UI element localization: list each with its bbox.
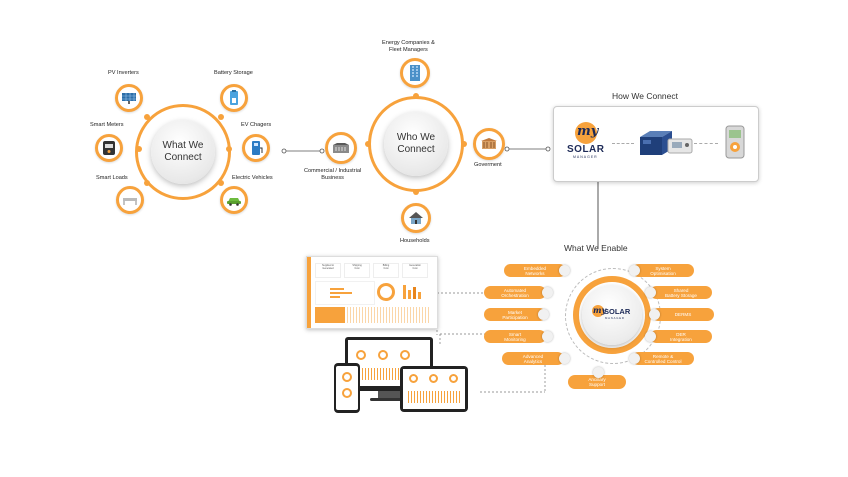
how-we-connect-title: How We Connect bbox=[612, 91, 678, 101]
enable-left-pill-3: Smart Monitoring bbox=[484, 330, 546, 343]
battery-storage-node bbox=[220, 84, 248, 112]
enable-center-circle bbox=[582, 285, 642, 345]
enable-bottom-pill: Ancillary Support bbox=[568, 375, 626, 389]
logo-manager-text: MANAGER bbox=[573, 155, 598, 159]
pv-inverters-label: PV Inverters bbox=[108, 70, 139, 76]
office-building-icon bbox=[410, 65, 420, 81]
enable-logo-manager: MANAGER bbox=[605, 316, 625, 320]
smart-meters-node bbox=[95, 134, 123, 162]
electric-vehicles-label: Electric Vehicles bbox=[232, 175, 273, 181]
meter-icon bbox=[103, 141, 115, 155]
who-we-connect-label: Who We Connect bbox=[396, 131, 436, 156]
what-we-enable-title: What We Enable bbox=[564, 243, 628, 253]
government-building-icon bbox=[481, 138, 497, 149]
enable-right-pill-1: Shared Battery Storage bbox=[650, 286, 712, 299]
solar-panel-icon bbox=[122, 93, 136, 104]
enable-left-pill-1: Automated Orchestration bbox=[484, 286, 546, 299]
electric-vehicles-node bbox=[220, 186, 248, 214]
phone-device bbox=[334, 363, 360, 413]
households-node bbox=[401, 203, 431, 233]
what-we-connect-center: What We Connect bbox=[151, 120, 215, 184]
mysolar-logo: my SOLAR MANAGER bbox=[565, 122, 609, 162]
meter-device-icon bbox=[723, 125, 747, 159]
tablet-device bbox=[400, 366, 468, 412]
factory-icon bbox=[333, 143, 349, 153]
smart-load-icon bbox=[123, 198, 137, 205]
kpi-tile-0: Supplied to Generated bbox=[315, 263, 341, 278]
inverter-device-icon bbox=[666, 136, 694, 156]
smart-loads-label: Smart Loads bbox=[96, 175, 128, 181]
enable-right-pill-0: System Optimisation bbox=[632, 264, 694, 277]
dashboard-screen: Supplied to Generated Shipping Cost Bill… bbox=[306, 256, 438, 329]
enable-right-pill-3: DER Integration bbox=[650, 330, 712, 343]
enable-logo: my SOLAR MANAGER bbox=[592, 303, 632, 327]
battery-icon bbox=[230, 90, 238, 105]
enable-right-pill-2: DERMS bbox=[652, 308, 714, 321]
enable-orange-ring bbox=[573, 276, 651, 354]
ev-charger-icon bbox=[252, 141, 263, 155]
energy-companies-node bbox=[400, 58, 430, 88]
enable-logo-solar: SOLAR bbox=[604, 307, 631, 316]
enable-right-pill-4: Remote & Controlled Control bbox=[632, 352, 694, 365]
commercial-label: Commercial / Industrial Business bbox=[304, 168, 362, 181]
ev-chargers-label: EV Chagers bbox=[241, 122, 272, 128]
government-node bbox=[473, 128, 505, 160]
electric-car-icon bbox=[227, 198, 241, 206]
government-label: Goverment bbox=[474, 162, 502, 168]
logo-my-text: my bbox=[577, 124, 599, 139]
ev-chargers-node bbox=[242, 134, 270, 162]
logo-solar-text: SOLAR bbox=[567, 144, 605, 155]
kpi-tile-1: Shipping Cost bbox=[344, 263, 370, 278]
enable-left-pill-0: Embedded Networks bbox=[504, 264, 566, 277]
battery-storage-label: Battery Storage bbox=[214, 70, 253, 76]
enable-left-pill-4: Advanced Analytics bbox=[502, 352, 564, 365]
commercial-node bbox=[325, 132, 357, 164]
enable-logo-my: my bbox=[593, 305, 607, 315]
kpi-tile-2: Billing Cost bbox=[373, 263, 399, 278]
house-icon bbox=[409, 212, 423, 224]
kpi-tile-3: Generation Cost bbox=[402, 263, 428, 278]
who-we-connect-center: Who We Connect bbox=[384, 112, 448, 176]
smart-meters-label: Smart Meters bbox=[90, 122, 124, 128]
enable-left-pill-2: Market Participation bbox=[484, 308, 546, 321]
smart-loads-node bbox=[116, 186, 144, 214]
what-we-connect-label: What We Connect bbox=[162, 139, 204, 164]
households-label: Households bbox=[400, 238, 430, 244]
pv-inverters-node bbox=[115, 84, 143, 112]
energy-companies-label: Energy Companies & Fleet Managers bbox=[382, 40, 435, 53]
